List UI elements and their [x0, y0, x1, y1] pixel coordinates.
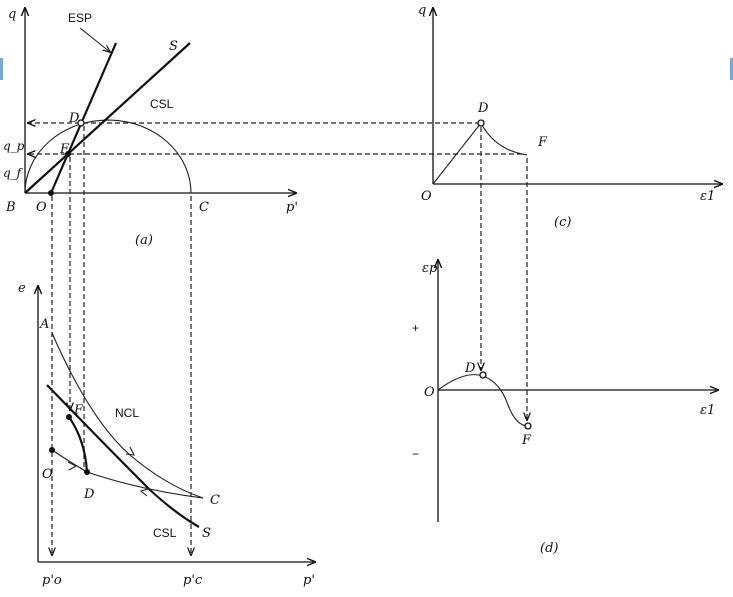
panel-d: εp + − O D F ε1 (d)	[412, 260, 718, 556]
point-f	[65, 151, 71, 157]
p-axis-label-b: p'	[303, 573, 315, 588]
caption-a: (a)	[135, 233, 153, 248]
csl-label-b: CSL	[153, 526, 177, 540]
caption-d: (d)	[540, 541, 558, 556]
f-label-c: F	[537, 135, 548, 150]
ncl-arrow	[125, 446, 135, 456]
s-label: S	[169, 39, 178, 54]
cd-arrow	[139, 488, 149, 497]
po-label: p'o	[42, 573, 62, 588]
d-label: D	[68, 111, 80, 126]
point-d-c	[477, 119, 485, 127]
esp-label: ESP	[68, 11, 92, 25]
point-o	[48, 190, 54, 196]
p-axis-label: p'	[286, 200, 298, 215]
panel-a: q ESP S CSL D F q_p q_f B O C p' (a)	[3, 7, 522, 555]
panel-c: q O D F ε1 (c)	[418, 3, 722, 420]
q-axis-label-c: q	[418, 3, 426, 18]
b-label: B	[5, 200, 16, 215]
csl-line	[24, 42, 191, 194]
point-f-d	[524, 422, 532, 430]
o-label-c: O	[421, 189, 432, 204]
ncl-curve	[51, 332, 204, 499]
o-label-b: O	[42, 467, 53, 482]
qp-label: q_p	[3, 139, 25, 153]
point-f-b	[66, 414, 72, 420]
panel-b: e A NCL F O D C CSL S p'o p'c p'	[18, 281, 315, 588]
esp-line	[49, 42, 118, 194]
esp-pointer-arrow	[79, 27, 110, 52]
ep-axis-label: εp	[422, 261, 438, 276]
ncl-label: NCL	[115, 406, 139, 420]
e-axis-label: e	[18, 281, 26, 296]
point-d-b	[84, 469, 90, 475]
csl-curve	[46, 384, 200, 528]
total-stress-semicircle	[24, 119, 192, 194]
csl-label: CSL	[150, 97, 174, 111]
d-label-b: D	[83, 487, 95, 502]
e1-label-d: ε1	[700, 403, 715, 418]
point-d	[77, 119, 85, 127]
f-label-b: F	[73, 403, 84, 418]
qf-label: q_f	[3, 166, 24, 180]
softening-curve	[480, 122, 528, 156]
plus-label: +	[412, 321, 419, 335]
e1-label-c: ε1	[700, 189, 715, 204]
d-label-d: D	[464, 361, 476, 376]
a-label: A	[39, 317, 49, 332]
o-label-d: O	[424, 385, 435, 400]
right-edge-marker	[730, 58, 733, 80]
f-label-d: F	[521, 433, 532, 448]
volumetric-strain-curve	[437, 374, 529, 427]
q-axis-label: q	[8, 7, 16, 22]
loading-line	[432, 122, 482, 185]
stress-path-fd	[68, 416, 89, 473]
od-arrow	[67, 461, 78, 471]
c-label: C	[199, 200, 209, 215]
s-label-b: S	[202, 526, 211, 541]
minus-label: −	[412, 447, 419, 461]
caption-c: (c)	[554, 215, 571, 230]
unloading-curve	[51, 449, 204, 499]
o-label: O	[36, 200, 47, 215]
pc-label: p'c	[183, 573, 203, 588]
d-label-c: D	[477, 101, 489, 116]
f-label: F	[59, 142, 70, 157]
c-label-b: C	[210, 493, 220, 508]
point-d-d	[479, 371, 487, 379]
point-o-b	[49, 447, 55, 453]
left-edge-marker	[0, 58, 3, 80]
